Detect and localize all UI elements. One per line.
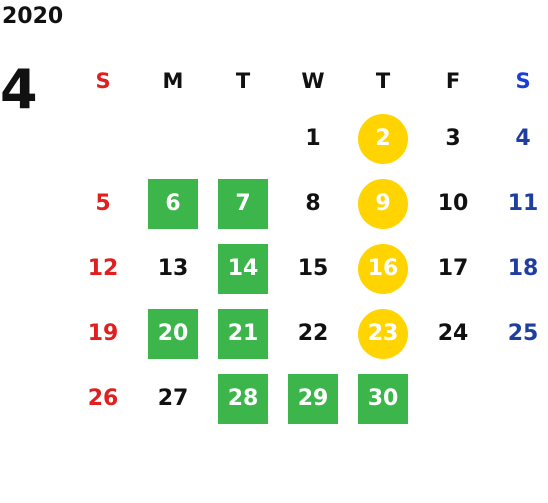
day-cell[interactable]: 17 (418, 236, 488, 301)
weekday-label: M (162, 69, 184, 93)
weekday-label: T (235, 69, 251, 93)
day-yellow-marked[interactable]: 2 (358, 113, 408, 164)
day-number[interactable]: 25 (507, 321, 539, 346)
day-green-marked[interactable]: 29 (288, 373, 338, 424)
day-cell[interactable]: 16 (348, 236, 418, 301)
day-cell[interactable]: 3 (418, 106, 488, 171)
day-cell[interactable]: 22 (278, 301, 348, 366)
week-row: 1 2 3 4 (68, 106, 548, 171)
day-cell[interactable]: 1 (278, 106, 348, 171)
day-number[interactable]: 27 (157, 386, 189, 411)
day-cell[interactable]: 25 (488, 301, 548, 366)
day-cell (68, 106, 138, 171)
day-cell[interactable]: 29 (278, 366, 348, 431)
day-cell[interactable]: 7 (208, 171, 278, 236)
day-cell[interactable]: 8 (278, 171, 348, 236)
weekday-label: S (95, 69, 111, 93)
day-number[interactable]: 10 (437, 191, 469, 216)
day-number[interactable]: 17 (437, 256, 469, 281)
day-cell (488, 366, 548, 431)
day-cell[interactable]: 20 (138, 301, 208, 366)
day-cell[interactable]: 21 (208, 301, 278, 366)
day-number[interactable]: 22 (297, 321, 329, 346)
day-cell[interactable]: 11 (488, 171, 548, 236)
day-number[interactable]: 11 (507, 191, 539, 216)
day-number[interactable]: 3 (445, 126, 461, 151)
day-cell[interactable]: 13 (138, 236, 208, 301)
day-number[interactable]: 5 (95, 191, 111, 216)
day-cell[interactable]: 27 (138, 366, 208, 431)
day-yellow-marked[interactable]: 16 (358, 243, 408, 294)
day-number[interactable]: 4 (515, 126, 531, 151)
day-green-marked[interactable]: 28 (218, 373, 268, 424)
day-yellow-marked[interactable]: 9 (358, 178, 408, 229)
day-cell[interactable]: 15 (278, 236, 348, 301)
day-green-marked[interactable]: 14 (218, 243, 268, 294)
day-green-marked[interactable]: 30 (358, 373, 408, 424)
day-cell[interactable]: 24 (418, 301, 488, 366)
day-cell[interactable]: 28 (208, 366, 278, 431)
day-cell[interactable]: 23 (348, 301, 418, 366)
week-row: 19 20 21 22 23 24 25 (68, 301, 548, 366)
weekday-label: F (445, 69, 461, 93)
day-cell[interactable]: 2 (348, 106, 418, 171)
day-green-marked[interactable]: 7 (218, 178, 268, 229)
day-cell[interactable]: 19 (68, 301, 138, 366)
day-cell[interactable]: 26 (68, 366, 138, 431)
day-cell[interactable]: 30 (348, 366, 418, 431)
week-row: 12 13 14 15 16 17 18 (68, 236, 548, 301)
day-cell[interactable]: 12 (68, 236, 138, 301)
weekday-label: W (301, 69, 325, 93)
year-label: 2020 (2, 4, 64, 29)
day-cell[interactable]: 14 (208, 236, 278, 301)
day-number[interactable]: 15 (297, 256, 329, 281)
day-number[interactable]: 18 (507, 256, 539, 281)
day-cell (418, 366, 488, 431)
day-number[interactable]: 19 (87, 321, 119, 346)
day-number[interactable]: 8 (305, 191, 321, 216)
day-green-marked[interactable]: 20 (148, 308, 198, 359)
day-green-marked[interactable]: 21 (218, 308, 268, 359)
day-green-marked[interactable]: 6 (148, 178, 198, 229)
day-number[interactable]: 24 (437, 321, 469, 346)
day-cell[interactable]: 10 (418, 171, 488, 236)
month-number: 4 (0, 58, 38, 121)
weekday-label: T (375, 69, 391, 93)
day-cell[interactable]: 6 (138, 171, 208, 236)
day-yellow-marked[interactable]: 23 (358, 308, 408, 359)
day-cell[interactable]: 5 (68, 171, 138, 236)
day-number[interactable]: 26 (87, 386, 119, 411)
day-cell (208, 106, 278, 171)
weekday-label: S (515, 69, 531, 93)
day-number[interactable]: 1 (305, 126, 321, 151)
day-cell (138, 106, 208, 171)
day-number[interactable]: 12 (87, 256, 119, 281)
day-cell[interactable]: 4 (488, 106, 548, 171)
day-number[interactable]: 13 (157, 256, 189, 281)
day-cell[interactable]: 18 (488, 236, 548, 301)
week-row: 26 27 28 29 30 (68, 366, 548, 431)
day-cell[interactable]: 9 (348, 171, 418, 236)
